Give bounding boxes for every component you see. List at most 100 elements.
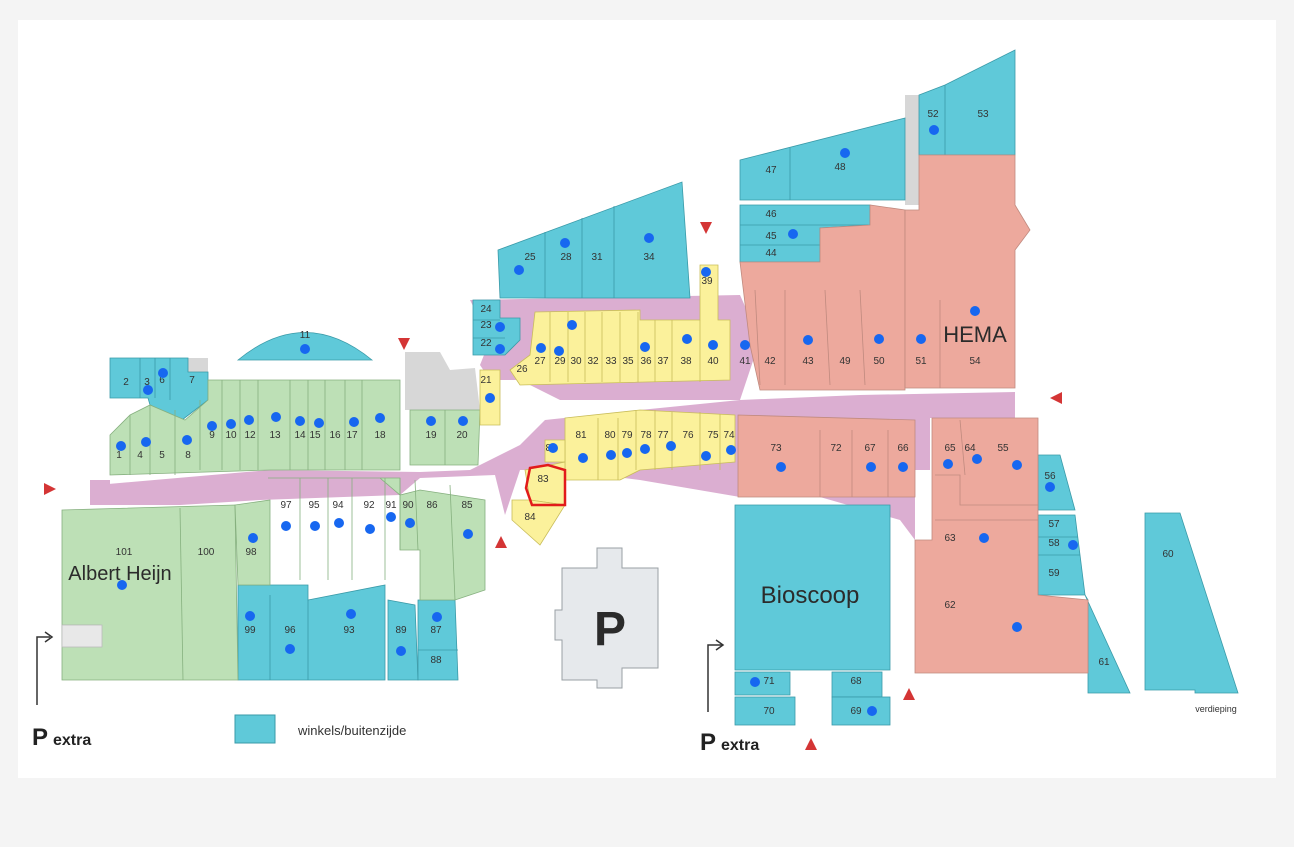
shop-dot[interactable]	[1012, 622, 1022, 632]
shop-dot[interactable]	[867, 706, 877, 716]
shop-dot[interactable]	[426, 416, 436, 426]
shop-dot[interactable]	[141, 437, 151, 447]
shop-dot[interactable]	[314, 418, 324, 428]
unit-2-7[interactable]	[109, 357, 209, 421]
shop-dot[interactable]	[182, 435, 192, 445]
shop-dot[interactable]	[803, 335, 813, 345]
shop-dot[interactable]	[396, 646, 406, 656]
unit-89[interactable]	[387, 599, 419, 681]
shop-dot[interactable]	[622, 448, 632, 458]
shop-dot[interactable]	[929, 125, 939, 135]
cinema-bioscoop[interactable]	[734, 504, 891, 671]
shop-dot[interactable]	[750, 677, 760, 687]
shop-dot[interactable]	[349, 417, 359, 427]
shop-dot[interactable]	[432, 612, 442, 622]
units-1-18[interactable]	[109, 379, 401, 476]
shop-dot[interactable]	[244, 415, 254, 425]
shop-dot[interactable]	[295, 416, 305, 426]
unit-87-88[interactable]	[417, 599, 459, 681]
unit-47-48[interactable]	[739, 117, 906, 201]
hema[interactable]	[904, 154, 1031, 389]
unit-61[interactable]	[1084, 594, 1131, 694]
shop-dot[interactable]	[405, 518, 415, 528]
shop-dot[interactable]	[640, 342, 650, 352]
shop-dot[interactable]	[898, 462, 908, 472]
shop-dot[interactable]	[495, 322, 505, 332]
shop-dot[interactable]	[281, 521, 291, 531]
shop-dot[interactable]	[567, 320, 577, 330]
unit-69[interactable]	[831, 696, 891, 726]
shop-dot[interactable]	[644, 233, 654, 243]
shop-dot[interactable]	[514, 265, 524, 275]
shop-dot[interactable]	[548, 443, 558, 453]
unit-number-label: 43	[802, 356, 814, 367]
unit-number-label: 17	[346, 430, 358, 441]
shop-dot[interactable]	[606, 450, 616, 460]
albert-heijn[interactable]	[61, 504, 239, 681]
unit-number-label: 89	[395, 625, 407, 636]
shop-dot[interactable]	[682, 334, 692, 344]
shop-dot[interactable]	[726, 445, 736, 455]
shop-dot[interactable]	[640, 444, 650, 454]
unit-60-upper[interactable]	[1144, 512, 1239, 694]
shop-dot[interactable]	[386, 512, 396, 522]
shop-dot[interactable]	[365, 524, 375, 534]
shop-dot[interactable]	[485, 393, 495, 403]
shop-dot[interactable]	[970, 306, 980, 316]
shop-dot[interactable]	[375, 413, 385, 423]
shop-dot[interactable]	[701, 451, 711, 461]
unit-71[interactable]	[734, 671, 791, 696]
unit-number-label: 70	[763, 706, 775, 717]
unit-70[interactable]	[734, 696, 796, 726]
shop-dot[interactable]	[248, 533, 258, 543]
shop-dot[interactable]	[1068, 540, 1078, 550]
shop-dot[interactable]	[554, 346, 564, 356]
shop-dot[interactable]	[1012, 460, 1022, 470]
shop-dot[interactable]	[143, 385, 153, 395]
shop-dot[interactable]	[495, 344, 505, 354]
shop-dot[interactable]	[346, 609, 356, 619]
unit-number-label: 49	[839, 356, 851, 367]
shop-dot[interactable]	[916, 334, 926, 344]
shop-dot[interactable]	[1045, 482, 1055, 492]
shop-dot[interactable]	[117, 580, 127, 590]
shop-dot[interactable]	[271, 412, 281, 422]
unit-52-53[interactable]	[918, 49, 1016, 156]
shop-dot[interactable]	[866, 462, 876, 472]
shop-dot[interactable]	[334, 518, 344, 528]
shop-dot[interactable]	[840, 148, 850, 158]
shop-dot[interactable]	[158, 368, 168, 378]
shop-dot[interactable]	[979, 533, 989, 543]
shop-dot[interactable]	[463, 529, 473, 539]
shop-dot[interactable]	[776, 462, 786, 472]
shop-dot[interactable]	[874, 334, 884, 344]
shop-dot[interactable]	[943, 459, 953, 469]
shop-dot[interactable]	[972, 454, 982, 464]
shop-dot[interactable]	[300, 344, 310, 354]
shop-dot[interactable]	[116, 441, 126, 451]
shop-dot[interactable]	[207, 421, 217, 431]
shop-dot[interactable]	[666, 441, 676, 451]
unit-84[interactable]	[511, 499, 566, 546]
shop-dot[interactable]	[560, 238, 570, 248]
unit-68[interactable]	[831, 671, 883, 698]
shop-dot[interactable]	[788, 229, 798, 239]
unit-93-99[interactable]	[237, 584, 386, 681]
shop-dot[interactable]	[701, 267, 711, 277]
units-55-65[interactable]	[914, 417, 1089, 674]
units-66-73[interactable]	[737, 414, 916, 498]
shop-dot[interactable]	[310, 521, 320, 531]
shop-dot[interactable]	[536, 343, 546, 353]
unit-25-34[interactable]	[497, 181, 691, 299]
units-74-81[interactable]	[564, 409, 736, 481]
unit-56[interactable]	[1037, 454, 1076, 511]
shop-dot[interactable]	[740, 340, 750, 350]
shop-dot[interactable]	[578, 453, 588, 463]
shop-dot[interactable]	[458, 416, 468, 426]
shop-dot[interactable]	[708, 340, 718, 350]
shop-dot[interactable]	[285, 644, 295, 654]
shop-dot[interactable]	[226, 419, 236, 429]
shop-dot[interactable]	[245, 611, 255, 621]
units-41-51[interactable]	[739, 204, 906, 391]
unit-number-label: 19	[425, 430, 437, 441]
